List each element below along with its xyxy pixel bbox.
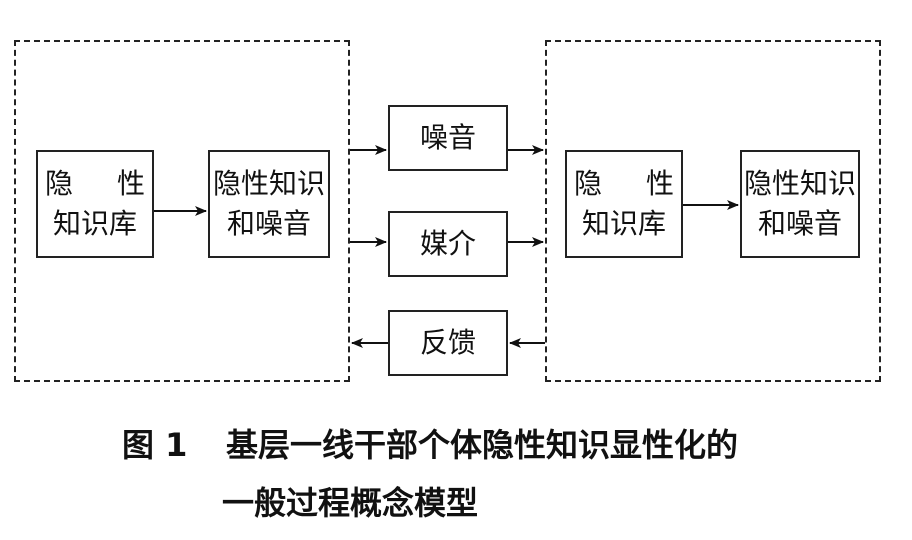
right-output-line2: 和噪音	[757, 207, 842, 240]
figure-title-line2: 一般过程概念模型	[222, 484, 479, 522]
right-dashed-group	[545, 40, 881, 382]
left-kb-char-1: 隐	[45, 167, 74, 200]
medium-label: 媒介	[419, 227, 476, 260]
right-output-line1: 隐性知识	[743, 167, 856, 200]
right-kb-char-1: 隐	[574, 167, 603, 200]
left-tacit-knowledge-base-box: 隐 性 知识库	[36, 150, 154, 258]
figure-title-line1: 基层一线干部个体隐性知识显性化的	[226, 426, 739, 464]
feedback-box: 反馈	[388, 310, 508, 376]
left-knowledge-and-noise-box: 隐性知识 和噪音	[208, 150, 330, 258]
feedback-label: 反馈	[419, 326, 476, 359]
right-kb-line2: 知识库	[581, 207, 666, 240]
left-kb-char-2: 性	[116, 167, 145, 200]
right-knowledge-and-noise-box: 隐性知识 和噪音	[740, 150, 860, 258]
noise-label: 噪音	[419, 121, 476, 154]
left-dashed-group	[14, 40, 350, 382]
right-tacit-knowledge-base-box: 隐 性 知识库	[565, 150, 683, 258]
left-kb-line2: 知识库	[52, 207, 137, 240]
figure-label: 图 1	[122, 426, 188, 464]
left-output-line2: 和噪音	[226, 207, 311, 240]
left-output-line1: 隐性知识	[212, 167, 325, 200]
noise-box: 噪音	[388, 105, 508, 171]
right-kb-char-2: 性	[645, 167, 674, 200]
medium-box: 媒介	[388, 211, 508, 277]
